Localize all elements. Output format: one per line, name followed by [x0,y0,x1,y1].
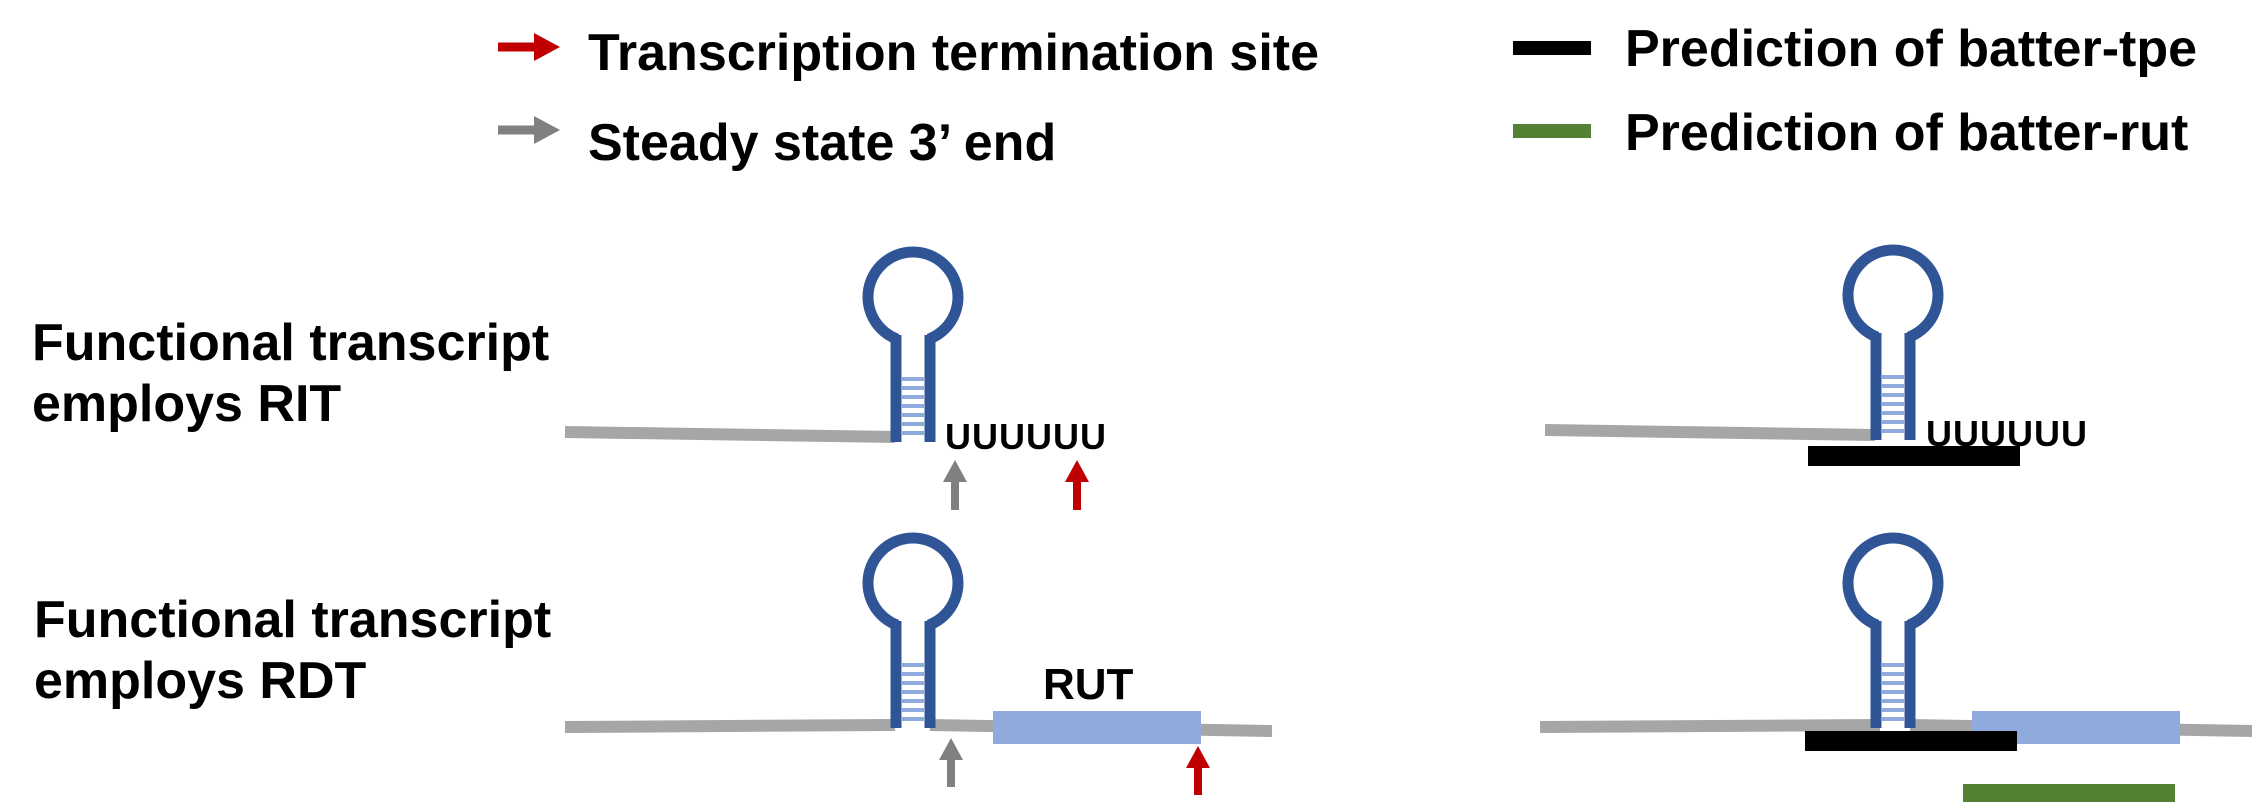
tpe-prediction-bar [1805,731,2017,751]
black-bar-icon [1513,41,1591,55]
row-rit-line1: Functional transcript [32,314,549,372]
rna-strand [1539,719,1881,733]
legend-rut-prediction: Prediction of batter-rut [1513,104,2188,162]
row-rit-line2: employs RIT [32,375,341,433]
legend-steady-state-label: Steady state 3’ end [588,114,1056,172]
hairpin-icon [868,538,958,728]
row-rdt-line2: employs RDT [34,652,367,710]
rit-right-diagram: UUUUUU [1544,250,2087,466]
legend-tpe-label: Prediction of batter-tpe [1625,20,2197,78]
rna-strand [564,719,896,733]
rut-prediction-bar [1963,784,2175,802]
hairpin-icon [1848,538,1938,728]
steady-state-arrow-icon [939,738,963,787]
row-rdt-line1: Functional transcript [34,591,551,649]
legend-steady-state: Steady state 3’ end [498,114,1056,172]
rdt-left-diagram: RUT [564,538,1273,795]
hairpin-icon [868,252,958,442]
gray-arrow-icon [498,116,560,144]
rut-label: RUT [1043,660,1134,709]
legend-termination-label: Transcription termination site [588,24,1319,82]
u-tract-label: UUUUUU [945,416,1107,457]
green-bar-icon [1513,124,1591,138]
row-label-rdt: Functional transcript employs RDT [34,591,551,710]
termination-arrow-icon [1186,746,1210,795]
steady-state-arrow-icon [943,460,967,510]
rna-strand [1544,424,1876,441]
rit-left-diagram: UUUUUU [564,252,1107,510]
legend-termination-site: Transcription termination site [498,24,1319,82]
hairpin-icon [1848,250,1938,440]
rdt-right-diagram [1539,538,2253,802]
red-arrow-icon [498,33,560,61]
termination-arrow-icon [1065,460,1089,510]
legend-tpe-prediction: Prediction of batter-tpe [1513,20,2197,78]
rut-box [993,711,1201,744]
legend-rut-label: Prediction of batter-rut [1625,104,2188,162]
tpe-prediction-bar [1808,446,2020,466]
rna-strand [564,426,896,443]
row-label-rit: Functional transcript employs RIT [32,314,549,433]
